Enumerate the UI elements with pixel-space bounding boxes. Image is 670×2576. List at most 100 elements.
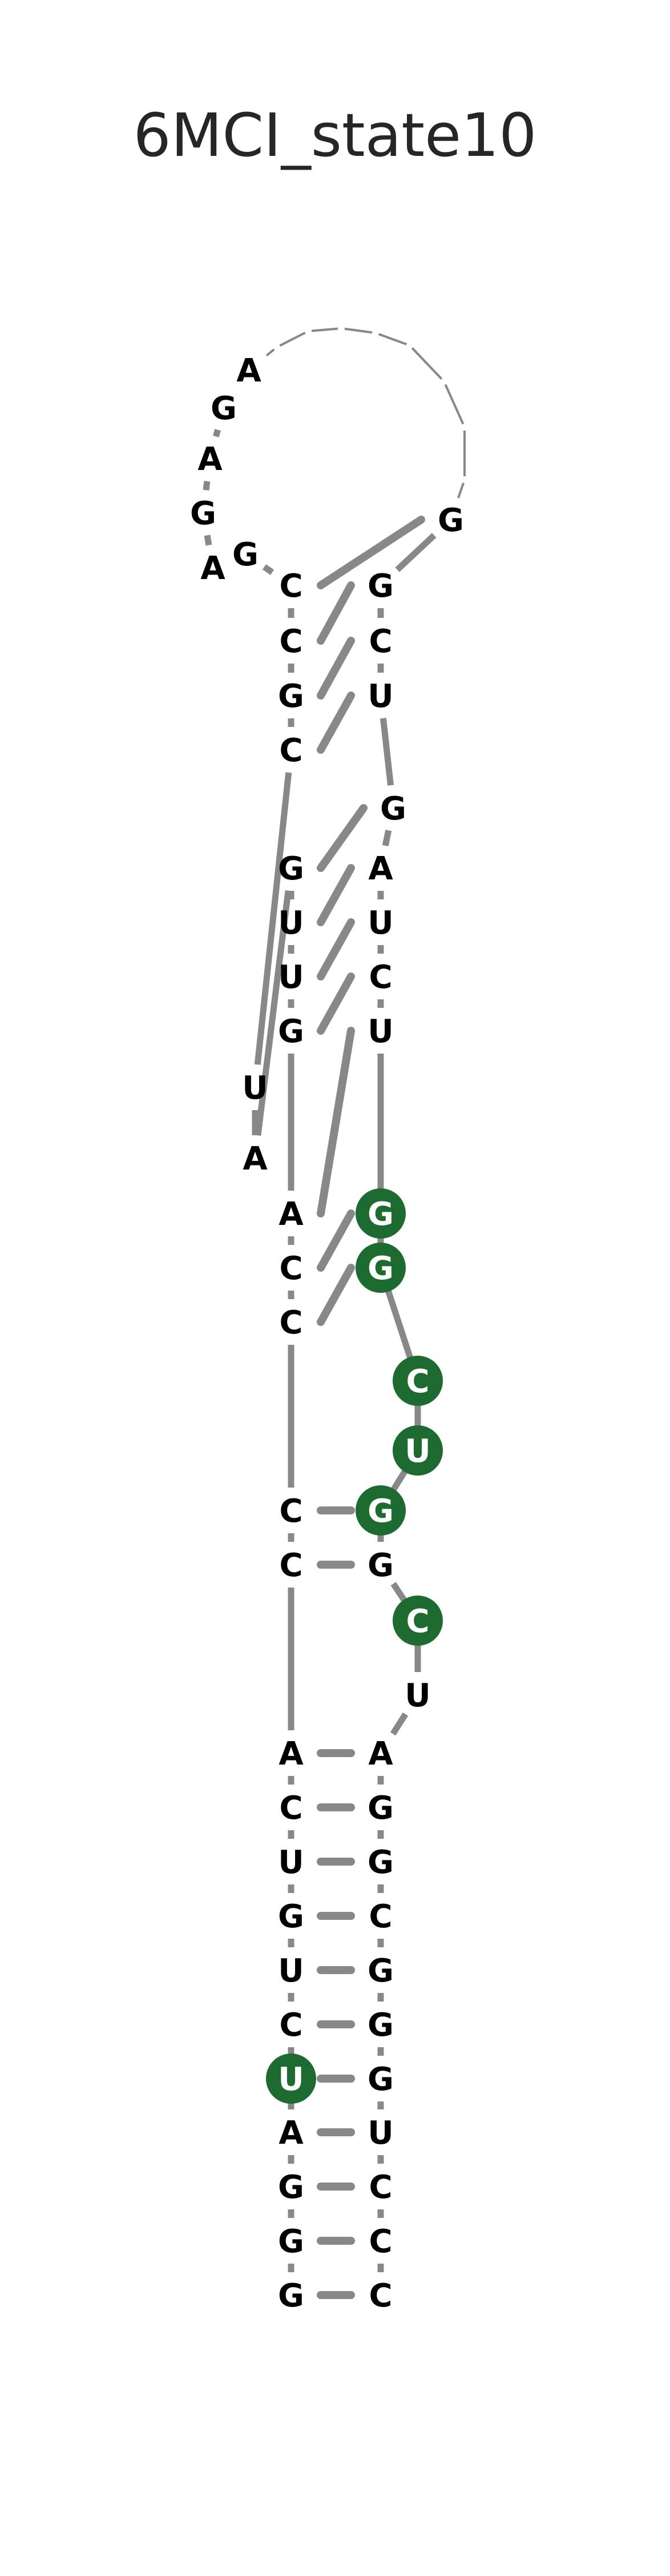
- nucleotide-21: A: [243, 1140, 268, 1178]
- nucleotide-42: G: [368, 568, 394, 605]
- base-pair-line: [317, 637, 355, 700]
- nucleotide-26: C: [279, 568, 302, 605]
- nucleotide-56: C: [393, 1596, 443, 1646]
- nucleotide-41: G: [438, 502, 464, 539]
- nucleotide-label: G: [368, 1844, 394, 1881]
- nucleotide-30: A: [197, 441, 223, 478]
- nucleotide-label: A: [279, 2115, 304, 2152]
- nucleotide-label: C: [406, 1603, 429, 1640]
- backbone-segment: [265, 348, 275, 357]
- base-pair-line: [317, 972, 355, 1035]
- nucleotide-54: G: [356, 1485, 406, 1536]
- backbone-layer: [203, 327, 466, 2272]
- nucleotide-label: G: [232, 536, 259, 573]
- nucleotide-50: G: [356, 1188, 406, 1239]
- nucleotide-label: U: [368, 905, 393, 942]
- nucleotide-6: C: [279, 2007, 302, 2044]
- nucleotide-label: U: [278, 1844, 304, 1881]
- nucleotide-31: G: [211, 390, 237, 427]
- nucleotide-28: A: [200, 550, 225, 587]
- backbone-segment: [279, 331, 306, 347]
- nucleotide-51: G: [356, 1243, 406, 1293]
- nucleotide-highlight-circle: [266, 2053, 316, 2104]
- nucleotide-19: U: [278, 905, 304, 942]
- nucleotide-label: C: [279, 1250, 302, 1287]
- backbone-segment: [390, 1582, 408, 1604]
- nucleotide-53: U: [393, 1425, 443, 1476]
- base-pair-line: [317, 804, 368, 872]
- base-pair-line: [317, 516, 425, 589]
- backbone-segment: [204, 535, 212, 546]
- nucleotide-59: G: [368, 1790, 394, 1827]
- nucleotide-label: U: [278, 959, 304, 996]
- nucleotide-label: G: [278, 2169, 304, 2206]
- nucleotide-57: U: [405, 1677, 430, 1714]
- base-pair-line: [317, 864, 355, 926]
- nucleotide-43: C: [369, 623, 392, 660]
- nucleotide-3: G: [278, 2169, 304, 2206]
- nucleotide-label: G: [368, 1952, 394, 1990]
- base-pair-line: [317, 692, 355, 754]
- nucleotide-label: C: [369, 2169, 392, 2206]
- nucleotide-13: C: [279, 1493, 302, 1530]
- nucleotide-44: U: [368, 678, 393, 715]
- backbone-segment: [344, 327, 373, 334]
- backbone-segment: [385, 1288, 414, 1360]
- nucleotide-20: G: [278, 850, 304, 887]
- nucleotide-61: C: [369, 1898, 392, 1935]
- nucleotide-label: G: [190, 495, 216, 532]
- backbone-segment: [395, 533, 437, 572]
- nucleotide-label: A: [368, 850, 393, 887]
- nucleotide-label: U: [242, 1070, 268, 1107]
- nucleotide-label: G: [368, 1493, 394, 1530]
- backbone-segment: [390, 1468, 409, 1493]
- nucleotide-60: G: [368, 1844, 394, 1881]
- nucleotide-label: G: [278, 2277, 304, 2314]
- nucleotide-65: U: [368, 2115, 393, 2152]
- nucleotide-9: U: [278, 1844, 304, 1881]
- nucleotide-64: G: [368, 2061, 394, 2098]
- backbone-segment: [203, 480, 211, 491]
- nucleotide-23: C: [279, 732, 302, 769]
- base-pair-line: [317, 581, 355, 645]
- nucleotide-highlight-circle: [393, 1425, 443, 1476]
- nucleotides-layer: GGGAUCUGUCACCCCAGUUGAUCGCCGAGAGAGGCUGAUC…: [190, 352, 464, 2314]
- nucleotide-25: C: [279, 623, 302, 660]
- nucleotide-label: G: [368, 2061, 394, 2098]
- nucleotide-49: U: [368, 1013, 393, 1050]
- nucleotide-label: A: [279, 1735, 304, 1773]
- backbone-segment: [380, 718, 394, 786]
- nucleotide-14: C: [279, 1304, 302, 1341]
- nucleotide-12: C: [279, 1547, 302, 1584]
- nucleotide-label: G: [368, 2007, 394, 2044]
- nucleotide-label: G: [278, 1898, 304, 1935]
- backbone-segment: [390, 1712, 409, 1736]
- nucleotide-label: C: [279, 732, 302, 769]
- base-pair-line: [317, 918, 355, 980]
- backbone-segment: [411, 347, 443, 380]
- nucleotide-label: U: [405, 1677, 430, 1714]
- nucleotide-label: U: [368, 2115, 393, 2152]
- nucleotide-67: C: [369, 2223, 392, 2260]
- nucleotide-58: A: [368, 1735, 393, 1773]
- nucleotide-45: G: [380, 790, 406, 827]
- nucleotide-label: G: [438, 502, 464, 539]
- backbone-segment: [457, 483, 465, 499]
- backbone-segment: [255, 890, 292, 1136]
- nucleotide-label: G: [368, 568, 394, 605]
- nucleotide-label: U: [278, 905, 304, 942]
- nucleotide-62: G: [368, 1952, 394, 1990]
- nucleotide-label: A: [368, 1735, 393, 1773]
- nucleotide-63: G: [368, 2007, 394, 2044]
- nucleotide-label: C: [369, 1898, 392, 1935]
- nucleotide-label: C: [279, 1790, 302, 1827]
- base-pairs-layer: [317, 516, 425, 2299]
- nucleotide-66: C: [369, 2169, 392, 2206]
- base-pair-line: [317, 1027, 355, 1217]
- backbone-segment: [311, 327, 338, 332]
- nucleotide-16: A: [279, 1196, 304, 1233]
- nucleotide-label: C: [279, 1547, 302, 1584]
- nucleotide-highlight-circle: [393, 1596, 443, 1646]
- nucleotide-52: C: [393, 1356, 443, 1406]
